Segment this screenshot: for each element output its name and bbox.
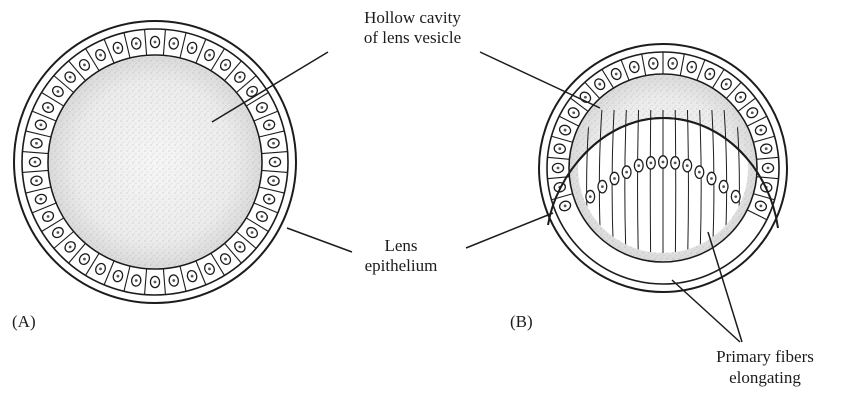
cell-nucleolus — [261, 106, 264, 109]
cell-nucleolus — [172, 279, 175, 282]
cell-nucleolus — [765, 147, 768, 150]
cell-nucleolus — [83, 64, 86, 67]
cell-nucleolus — [135, 42, 138, 45]
cell-nucleolus — [69, 245, 72, 248]
label-lens-epithelium-line2: epithelium — [346, 256, 456, 276]
cell-nucleolus — [224, 258, 227, 261]
leader-fibers-1 — [672, 280, 740, 342]
cell-nucleolus — [558, 147, 561, 150]
cell-nucleolus — [191, 46, 194, 49]
cell-nucleolus — [272, 142, 275, 145]
cell-nucleolus — [767, 167, 770, 170]
label-lens-epithelium: Lens epithelium — [346, 236, 456, 276]
cell-nucleolus — [615, 73, 618, 76]
cell-nucleolus — [135, 279, 138, 282]
cell-nucleolus — [47, 215, 50, 218]
cell-nucleolus — [35, 179, 38, 182]
cell-nucleolus — [274, 161, 277, 164]
fiber-nucleolus — [649, 162, 652, 165]
panel-label-a: (A) — [12, 312, 36, 332]
fiber-nucleolus — [589, 195, 592, 198]
cell-nucleolus — [34, 161, 37, 164]
cell-nucleolus — [557, 167, 560, 170]
fiber-nucleolus — [613, 177, 616, 180]
vesicle-a-cavity-stipple — [49, 56, 261, 268]
cell-nucleolus — [708, 73, 711, 76]
cell-nucleolus — [261, 215, 264, 218]
cell-nucleolus — [652, 62, 655, 65]
cell-nucleolus — [584, 96, 587, 99]
leader-epithelium-to-a — [287, 228, 352, 252]
fiber-nucleolus — [734, 195, 737, 198]
cell-nucleolus — [224, 64, 227, 67]
fiber-nucleolus — [698, 171, 701, 174]
cell-nucleolus — [154, 41, 157, 44]
cell-nucleolus — [238, 245, 241, 248]
cell-nucleolus — [268, 124, 271, 127]
lens-vesicle-a — [14, 21, 296, 303]
panel-label-b: (B) — [510, 312, 533, 332]
leader-epithelium-to-b — [466, 213, 553, 248]
label-primary-fibers: Primary fibers elongating — [690, 346, 840, 388]
label-lens-epithelium-line1: Lens — [346, 236, 456, 256]
fiber-nucleolus — [601, 185, 604, 188]
cell-nucleolus — [251, 231, 254, 234]
cell-nucleolus — [564, 205, 567, 208]
cell-nucleolus — [739, 96, 742, 99]
fiber-nucleolus — [710, 177, 713, 180]
cell-nucleolus — [117, 46, 120, 49]
label-hollow-cavity-line2: of lens vesicle — [330, 28, 495, 48]
cell-nucleolus — [572, 111, 575, 114]
cell-nucleolus — [564, 129, 567, 132]
cell-nucleolus — [57, 90, 60, 93]
cell-nucleolus — [238, 76, 241, 79]
cell-nucleolus — [35, 142, 38, 145]
label-hollow-cavity-line1: Hollow cavity — [330, 8, 495, 28]
cell-nucleolus — [191, 275, 194, 278]
cell-nucleolus — [690, 66, 693, 69]
cell-nucleolus — [725, 83, 728, 86]
cell-nucleolus — [117, 275, 120, 278]
cell-nucleolus — [99, 54, 102, 57]
label-primary-fibers-line1: Primary fibers — [690, 346, 840, 367]
fiber-nucleolus — [662, 161, 665, 164]
cell-nucleolus — [69, 76, 72, 79]
cell-nucleolus — [39, 124, 42, 127]
fiber-nucleolus — [625, 171, 628, 174]
cell-nucleolus — [47, 106, 50, 109]
cell-nucleolus — [760, 129, 763, 132]
cell-nucleolus — [208, 268, 211, 271]
cell-nucleolus — [208, 54, 211, 57]
fiber-nucleolus — [637, 164, 640, 167]
fiber-nucleolus — [674, 162, 677, 165]
cell-nucleolus — [251, 90, 254, 93]
fiber-nucleolus — [686, 164, 689, 167]
cell-nucleolus — [751, 111, 754, 114]
fiber-nucleolus — [722, 185, 725, 188]
cell-nucleolus — [57, 231, 60, 234]
cell-nucleolus — [671, 62, 674, 65]
cell-nucleolus — [154, 281, 157, 284]
label-primary-fibers-line2: elongating — [690, 367, 840, 388]
cell-nucleolus — [99, 268, 102, 271]
cell-nucleolus — [633, 66, 636, 69]
cell-nucleolus — [760, 205, 763, 208]
lens-vesicle-b — [539, 44, 787, 300]
label-hollow-cavity: Hollow cavity of lens vesicle — [330, 8, 495, 48]
cell-nucleolus — [83, 258, 86, 261]
cell-nucleolus — [272, 179, 275, 182]
cell-nucleolus — [39, 198, 42, 201]
cell-nucleolus — [598, 83, 601, 86]
cell-nucleolus — [172, 42, 175, 45]
cell-nucleolus — [268, 198, 271, 201]
